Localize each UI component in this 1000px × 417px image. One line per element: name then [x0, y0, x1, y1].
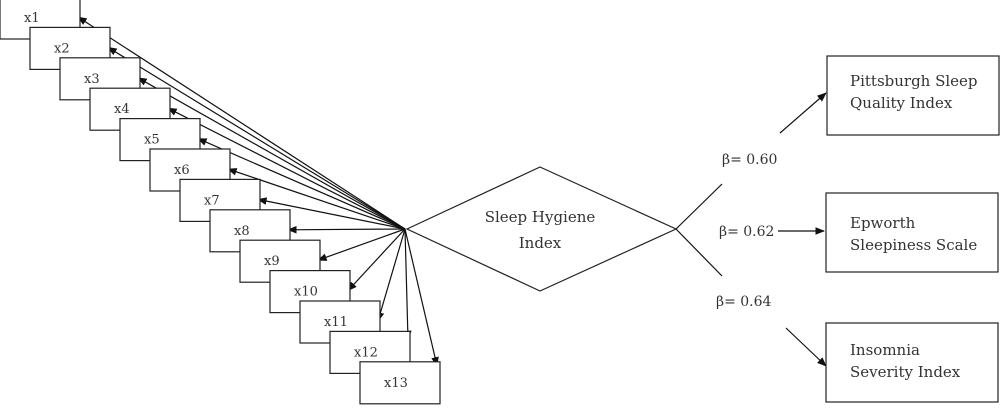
indicator-arrow-11 [376, 228, 406, 322]
outcome-label-line1: Pittsburgh Sleep [850, 72, 978, 90]
outcome-label-line2: Quality Index [850, 94, 953, 112]
indicator-label: x3 [84, 72, 100, 87]
indicator-arrow-12 [403, 228, 412, 341]
path-line-pittsburgh [675, 183, 723, 230]
indicator-arrow-2 [107, 46, 406, 230]
beta-label-epworth: β= 0.62 [719, 224, 774, 240]
indicator-label: x8 [234, 224, 250, 239]
path-line-insomnia [675, 228, 723, 277]
outcome-box-insomnia: Insomnia Severity Index [825, 322, 999, 403]
sleep-hygiene-index-node: Sleep Hygiene Index [405, 166, 678, 292]
indicator-arrow-1 [77, 16, 406, 230]
indicator-label: x5 [144, 133, 160, 148]
outcome-box-epworth: Epworth Sleepiness Scale [825, 192, 999, 273]
indicator-label: x6 [174, 163, 190, 178]
arrow-to-pittsburgh [779, 92, 827, 134]
indicator-boxes: x1 x2 x3 x4 x5 x6 x7 x8 x9 x10 x11 x12 x13 [0, 0, 441, 405]
center-label-line2: Index [519, 234, 562, 252]
indicator-arrows [77, 16, 439, 367]
indicator-label: x11 [324, 315, 348, 330]
outcome-paths: β= 0.60 β= 0.62 β= 0.64 [675, 92, 827, 367]
center-diamond [405, 166, 678, 292]
beta-label-pittsburgh: β= 0.60 [722, 152, 777, 168]
indicator-arrow-4 [167, 107, 406, 230]
outcome-label-line1: Insomnia [850, 341, 920, 359]
indicator-label: x13 [384, 376, 408, 391]
outcome-label-line2: Severity Index [850, 363, 961, 381]
indicator-label: x9 [264, 254, 280, 269]
beta-label-insomnia: β= 0.64 [716, 294, 772, 310]
indicator-arrow-13 [404, 228, 439, 367]
center-label-line1: Sleep Hygiene [485, 208, 596, 226]
indicator-arrow-3 [137, 77, 406, 230]
outcome-label-line1: Epworth [850, 214, 916, 232]
indicator-label: x4 [114, 102, 130, 117]
arrow-to-insomnia [785, 327, 827, 367]
outcome-box-pittsburgh: Pittsburgh Sleep Quality Index [826, 55, 1000, 136]
indicator-arrow-9 [317, 228, 406, 261]
indicator-label: x12 [354, 345, 378, 360]
indicator-arrow-8 [287, 225, 406, 234]
indicator-label: x7 [204, 193, 220, 208]
outcome-label-line2: Sleepiness Scale [850, 236, 977, 254]
indicator-label: x2 [54, 41, 70, 56]
indicator-arrow-7 [257, 197, 406, 230]
indicator-arrow-5 [197, 138, 406, 230]
indicator-label: x10 [294, 285, 318, 300]
indicator-label: x1 [24, 11, 40, 26]
indicator-box-13: x13 [359, 361, 441, 405]
indicator-arrow-10 [347, 228, 406, 292]
